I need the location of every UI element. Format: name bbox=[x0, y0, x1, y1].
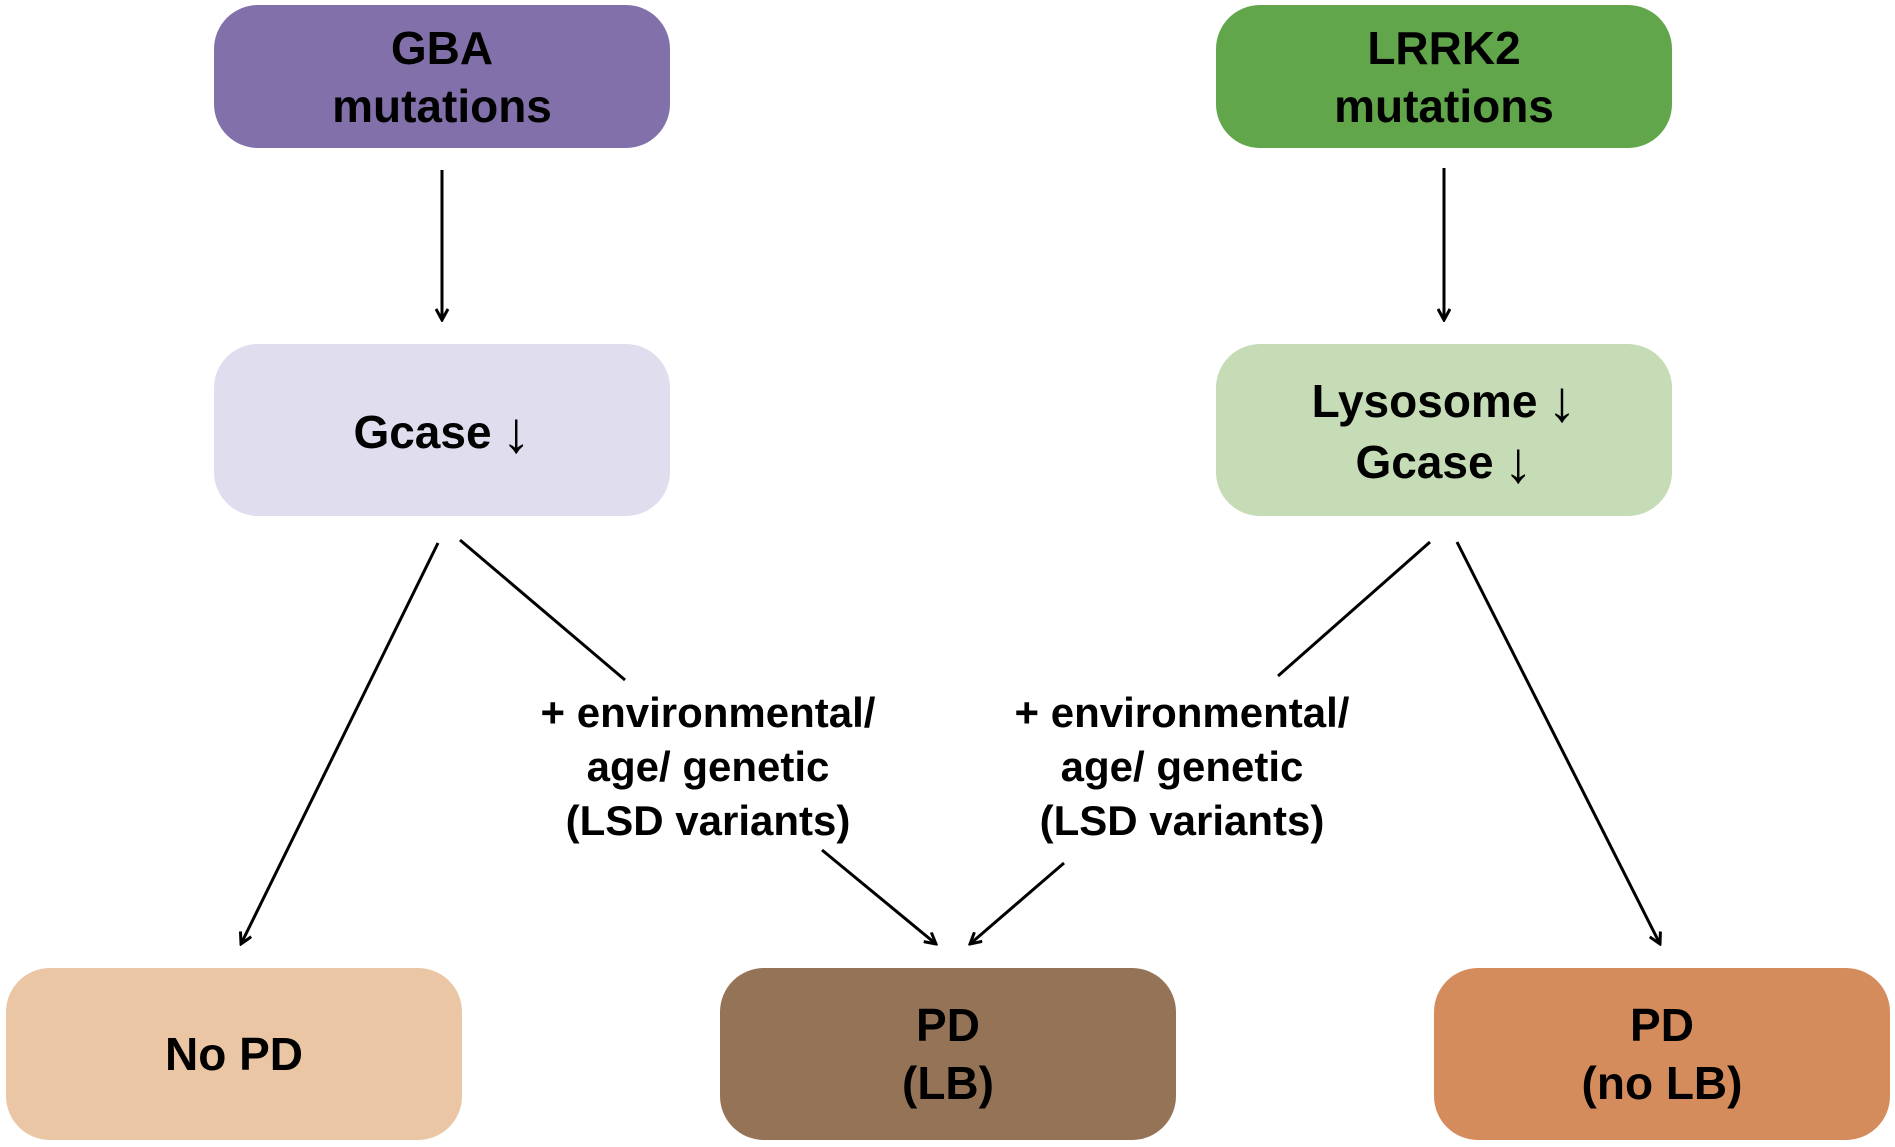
pd-lb-box: PD (LB) bbox=[720, 968, 1176, 1140]
pd-label: PD bbox=[916, 999, 980, 1051]
line-gcase-right-to-modifier bbox=[1277, 540, 1431, 678]
modifier-line-2: age/ genetic bbox=[1060, 743, 1304, 790]
lysosome-line: Lysosome↓ bbox=[1311, 369, 1577, 431]
no-pd-label: No PD bbox=[165, 1028, 303, 1080]
gba-mutations-box: GBA mutations bbox=[214, 5, 670, 148]
gcase-line: Gcase↓ bbox=[353, 400, 530, 461]
no-pd-box: No PD bbox=[6, 968, 462, 1140]
lrrk2-mutations-box: LRRK2 mutations bbox=[1216, 5, 1672, 148]
modifier-factors-left: + environmental/ age/ genetic (LSD varia… bbox=[498, 686, 918, 848]
gcase-label: Gcase bbox=[1355, 436, 1494, 488]
lrrk2-sublabel: mutations bbox=[1334, 79, 1554, 132]
arrow-gcase-to-no-pd bbox=[241, 542, 440, 944]
gcase-label: Gcase bbox=[353, 405, 492, 458]
gba-sublabel: mutations bbox=[332, 79, 552, 132]
modifier-line-1: + environmental/ bbox=[540, 689, 876, 736]
modifier-line-1: + environmental/ bbox=[1014, 689, 1350, 736]
arrow-gcase-right-to-pd-no-lb bbox=[1455, 541, 1660, 944]
lysosome-gcase-decrease-box: Lysosome↓ Gcase↓ bbox=[1216, 344, 1672, 516]
gba-label: GBA bbox=[390, 21, 494, 74]
pd-no-lb-box: PD (no LB) bbox=[1434, 968, 1890, 1140]
down-arrow-icon: ↓ bbox=[1547, 369, 1577, 434]
pd-label: PD bbox=[1630, 999, 1694, 1051]
lb-label: (LB) bbox=[902, 1057, 994, 1109]
gcase-line: Gcase↓ bbox=[1355, 430, 1532, 492]
modifier-factors-right: + environmental/ age/ genetic (LSD varia… bbox=[972, 686, 1392, 848]
modifier-line-3: (LSD variants) bbox=[1039, 797, 1325, 844]
line-gcase-left-to-modifier bbox=[459, 538, 626, 682]
down-arrow-icon: ↓ bbox=[501, 399, 531, 465]
modifier-line-2: age/ genetic bbox=[586, 743, 830, 790]
arrow-modifier-left-to-pd-lb bbox=[821, 848, 936, 944]
lrrk2-label: LRRK2 bbox=[1367, 21, 1521, 74]
gcase-decrease-box: Gcase↓ bbox=[214, 344, 670, 516]
no-lb-label: (no LB) bbox=[1581, 1057, 1743, 1109]
arrow-modifier-right-to-pd-lb bbox=[970, 861, 1065, 944]
modifier-line-3: (LSD variants) bbox=[565, 797, 851, 844]
lysosome-label: Lysosome bbox=[1311, 375, 1538, 427]
down-arrow-icon: ↓ bbox=[1503, 430, 1533, 495]
